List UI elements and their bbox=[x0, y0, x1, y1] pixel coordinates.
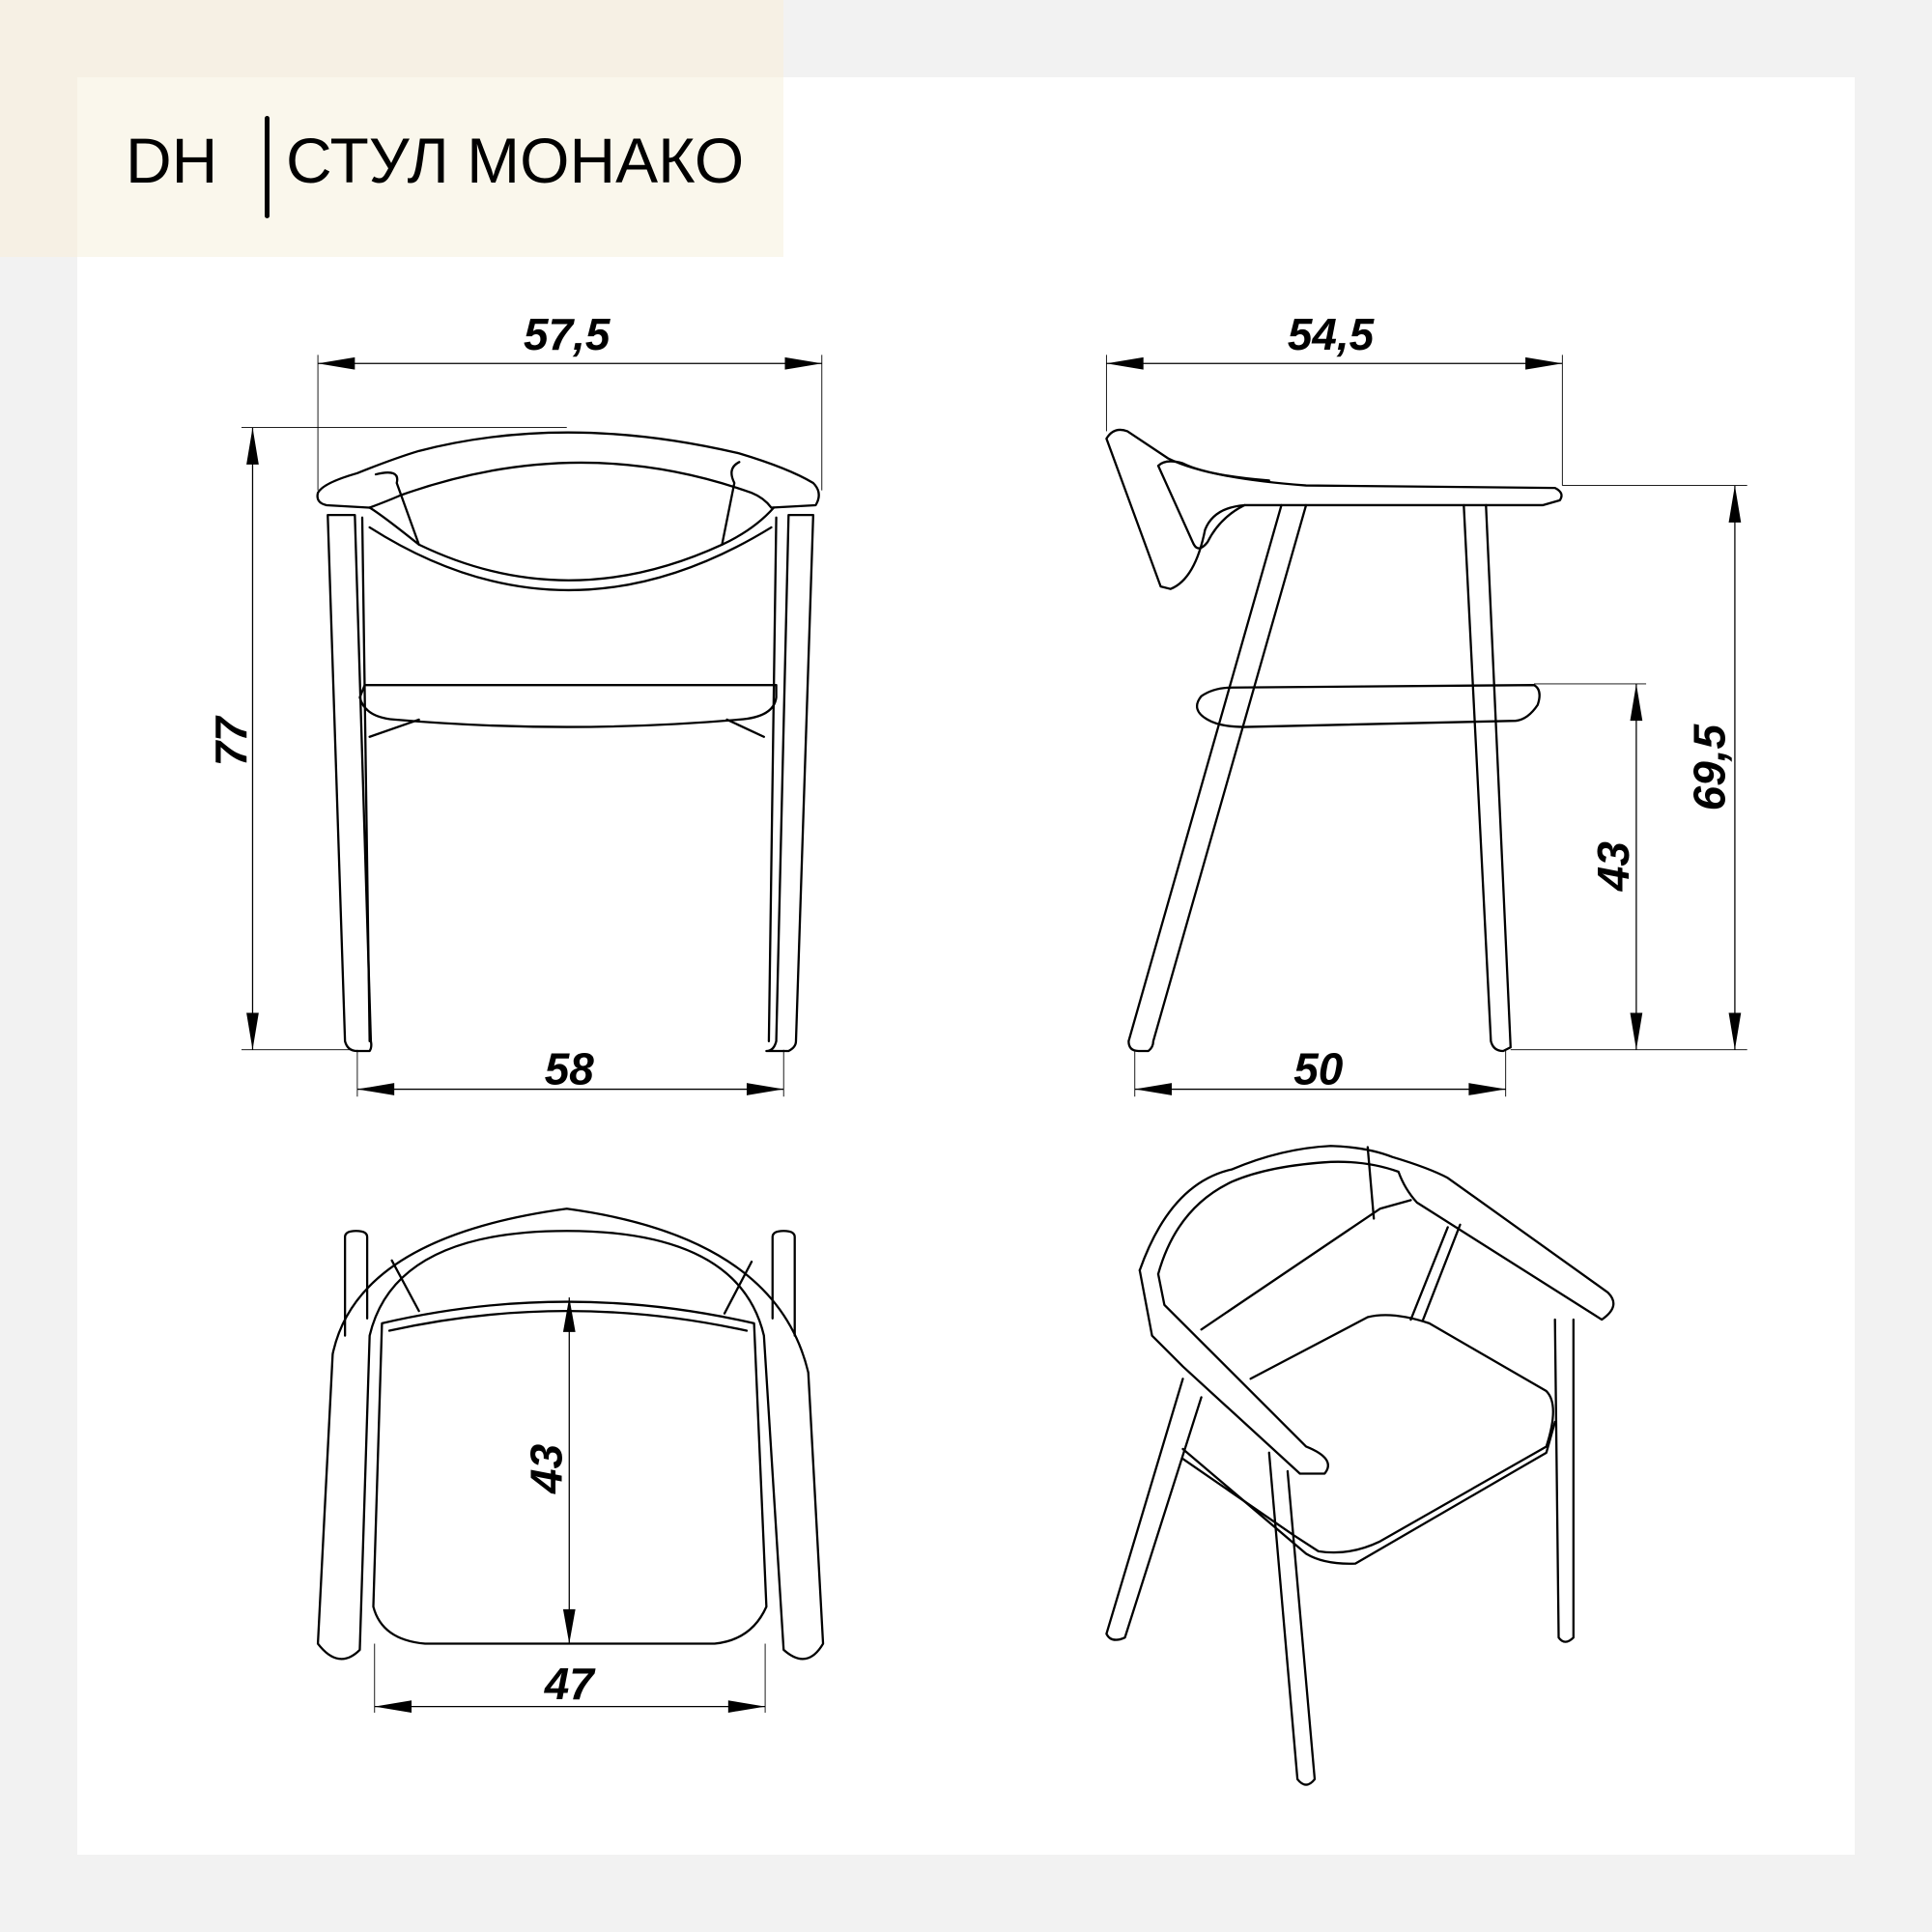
dim-front-width-top: 57,5 bbox=[524, 309, 611, 359]
page-title: СТУЛ МОНАКО bbox=[286, 125, 745, 196]
dimension-lines bbox=[246, 356, 1742, 1713]
header-box bbox=[77, 77, 783, 257]
dim-top-seat-width: 47 bbox=[544, 1659, 597, 1709]
dim-side-depth-top: 54,5 bbox=[1288, 309, 1376, 359]
dim-front-width-bottom: 58 bbox=[545, 1043, 595, 1094]
header-separator bbox=[265, 116, 270, 218]
brand-logo-text: DH bbox=[126, 125, 218, 196]
dim-side-seat-height: 43 bbox=[1588, 841, 1638, 893]
dim-front-height: 77 bbox=[206, 715, 256, 767]
dim-side-depth-bottom: 50 bbox=[1293, 1043, 1344, 1094]
dim-top-seat-depth: 43 bbox=[522, 1443, 572, 1494]
dim-side-arm-height: 69,5 bbox=[1685, 724, 1735, 811]
top-view bbox=[316, 1208, 825, 1661]
perspective-view bbox=[1105, 1145, 1615, 1786]
side-view bbox=[1105, 355, 1747, 1097]
front-view bbox=[242, 355, 823, 1097]
